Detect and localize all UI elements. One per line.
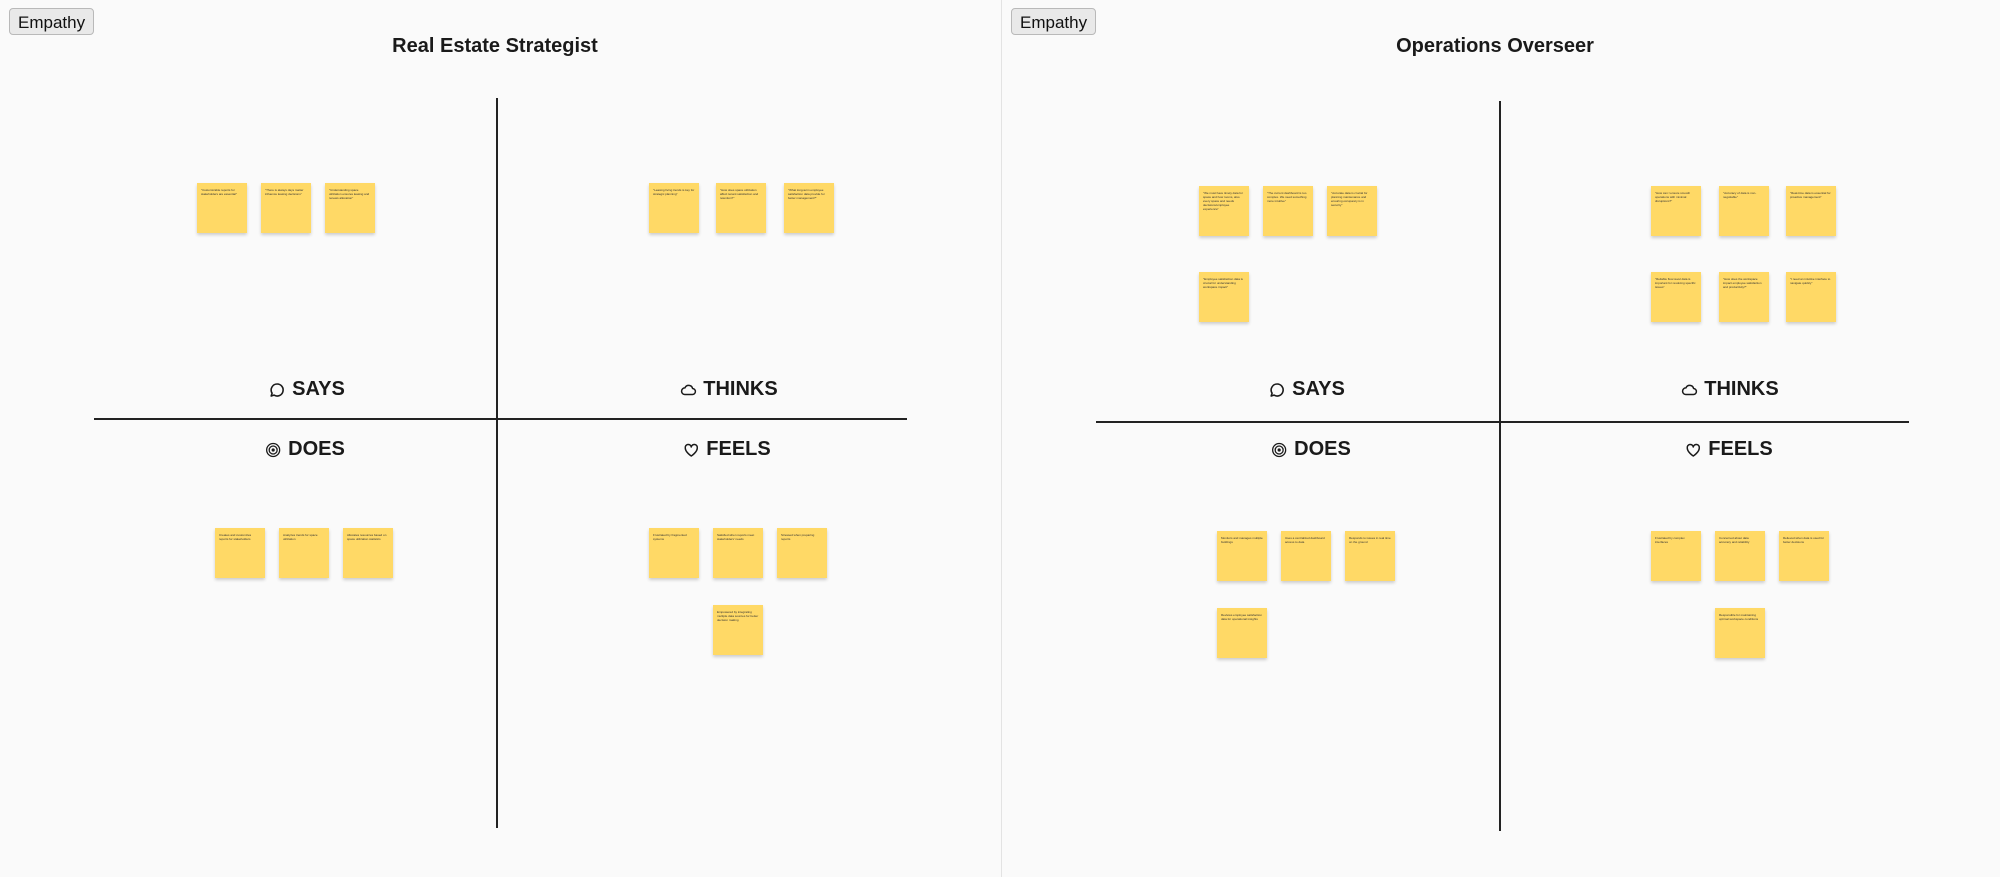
quadrant-label-text: SAYS (1292, 378, 1345, 400)
quadrant-label-text: DOES (1294, 438, 1351, 460)
board-title: Real Estate Strategist (392, 35, 598, 57)
sticky-note[interactable]: "How does the workspace impact employee … (1719, 272, 1769, 322)
quadrant-label-says: SAYS (1269, 378, 1345, 401)
sticky-note[interactable]: Satisfied when reports meet stakeholders… (713, 528, 763, 578)
sticky-note[interactable]: "Leasing living trends is key for strate… (649, 183, 699, 233)
quadrant-label-text: SAYS (292, 378, 345, 400)
board-title: Operations Overseer (1396, 35, 1594, 57)
sticky-note[interactable]: Reviews employee satisfaction data for o… (1217, 608, 1267, 658)
board-divider (1001, 0, 1002, 877)
vertical-axis (496, 98, 498, 828)
sticky-note[interactable]: "Understanding space utilization ensures… (325, 183, 375, 233)
quadrant-label-text: DOES (288, 438, 345, 460)
sticky-note[interactable]: Relieved when data is used for better de… (1779, 531, 1829, 581)
empathy-frame-button[interactable]: Empathy (9, 8, 95, 35)
sticky-note[interactable]: "Employee satisfaction data is crucial f… (1199, 272, 1249, 322)
empathy-map-real-estate-strategist: Empathy Real Estate Strategist SAYS THIN… (9, 8, 907, 828)
sticky-note[interactable]: Monitors and manages multiple buildings (1217, 531, 1267, 581)
cloud-icon (1681, 384, 1698, 395)
quadrant-label-text: FEELS (706, 438, 771, 460)
cloud-icon (680, 384, 697, 395)
sticky-note[interactable]: "How can I ensure smooth operations with… (1651, 186, 1701, 236)
sticky-note[interactable]: Uses a centralized dashboard access to d… (1281, 531, 1331, 581)
speech-bubble-icon (1270, 382, 1284, 397)
quadrant-label-thinks: THINKS (1681, 378, 1779, 401)
sticky-note[interactable]: Frustrated by fragmented systems (649, 528, 699, 578)
quadrant-label-feels: FEELS (1685, 438, 1773, 461)
quadrant-label-does: DOES (265, 438, 345, 461)
empathy-map-operations-overseer: Empathy Operations Overseer SAYS THINKS … (1002, 0, 2000, 877)
sticky-note[interactable]: "How does space utilization affect tenan… (716, 183, 766, 233)
sticky-note[interactable]: Frustrated by complex interfaces (1651, 531, 1701, 581)
sticky-note[interactable]: "Accurate data is crucial for planning m… (1327, 186, 1377, 236)
sticky-note[interactable]: "The current dashboard is too complex. W… (1263, 186, 1313, 236)
sticky-note[interactable]: "Real-time data is essential for proacti… (1786, 186, 1836, 236)
vertical-axis (1499, 101, 1501, 831)
sticky-note[interactable]: Allocates resources based on space utili… (343, 528, 393, 578)
sticky-note[interactable]: "Customizable reports for stakeholders a… (197, 183, 247, 233)
sticky-note[interactable]: "There is always days matter influence l… (261, 183, 311, 233)
quadrant-label-text: FEELS (1708, 438, 1773, 460)
quadrant-label-thinks: THINKS (680, 378, 778, 401)
quadrant-label-text: THINKS (1704, 378, 1779, 400)
sticky-note[interactable]: "Accuracy of data is non-negotiable" (1719, 186, 1769, 236)
sticky-note[interactable]: Responsible for maintaining optimal work… (1715, 608, 1765, 658)
sticky-note[interactable]: Concerned about data accuracy and reliab… (1715, 531, 1765, 581)
speech-bubble-icon (270, 382, 284, 397)
horizontal-axis (1096, 421, 1909, 423)
sticky-note[interactable]: Empowered by integrating multiple data s… (713, 605, 763, 655)
horizontal-axis (94, 418, 907, 420)
heart-icon (684, 443, 699, 457)
sticky-note[interactable]: "I need an intuitive interface to naviga… (1786, 272, 1836, 322)
heart-icon (1686, 443, 1701, 457)
sticky-note[interactable]: Stressed when preparing reports (777, 528, 827, 578)
sticky-note[interactable]: Analyzes trends for space utilization (279, 528, 329, 578)
sticky-note[interactable]: "What long-term employee satisfaction da… (784, 183, 834, 233)
quadrant-label-feels: FEELS (683, 438, 771, 461)
quadrant-label-text: THINKS (703, 378, 778, 400)
quadrant-label-says: SAYS (269, 378, 345, 401)
empathy-frame-button[interactable]: Empathy (1011, 8, 1097, 35)
target-icon (266, 442, 281, 457)
sticky-note[interactable]: Creates and customizes reports for stake… (215, 528, 265, 578)
quadrant-label-does: DOES (1271, 438, 1351, 461)
sticky-note[interactable]: Responds to issues in real time on the g… (1345, 531, 1395, 581)
target-icon (1272, 442, 1287, 457)
sticky-note[interactable]: "We must have timely data for space and … (1199, 186, 1249, 236)
sticky-note[interactable]: "Reliable floor-level data is important … (1651, 272, 1701, 322)
